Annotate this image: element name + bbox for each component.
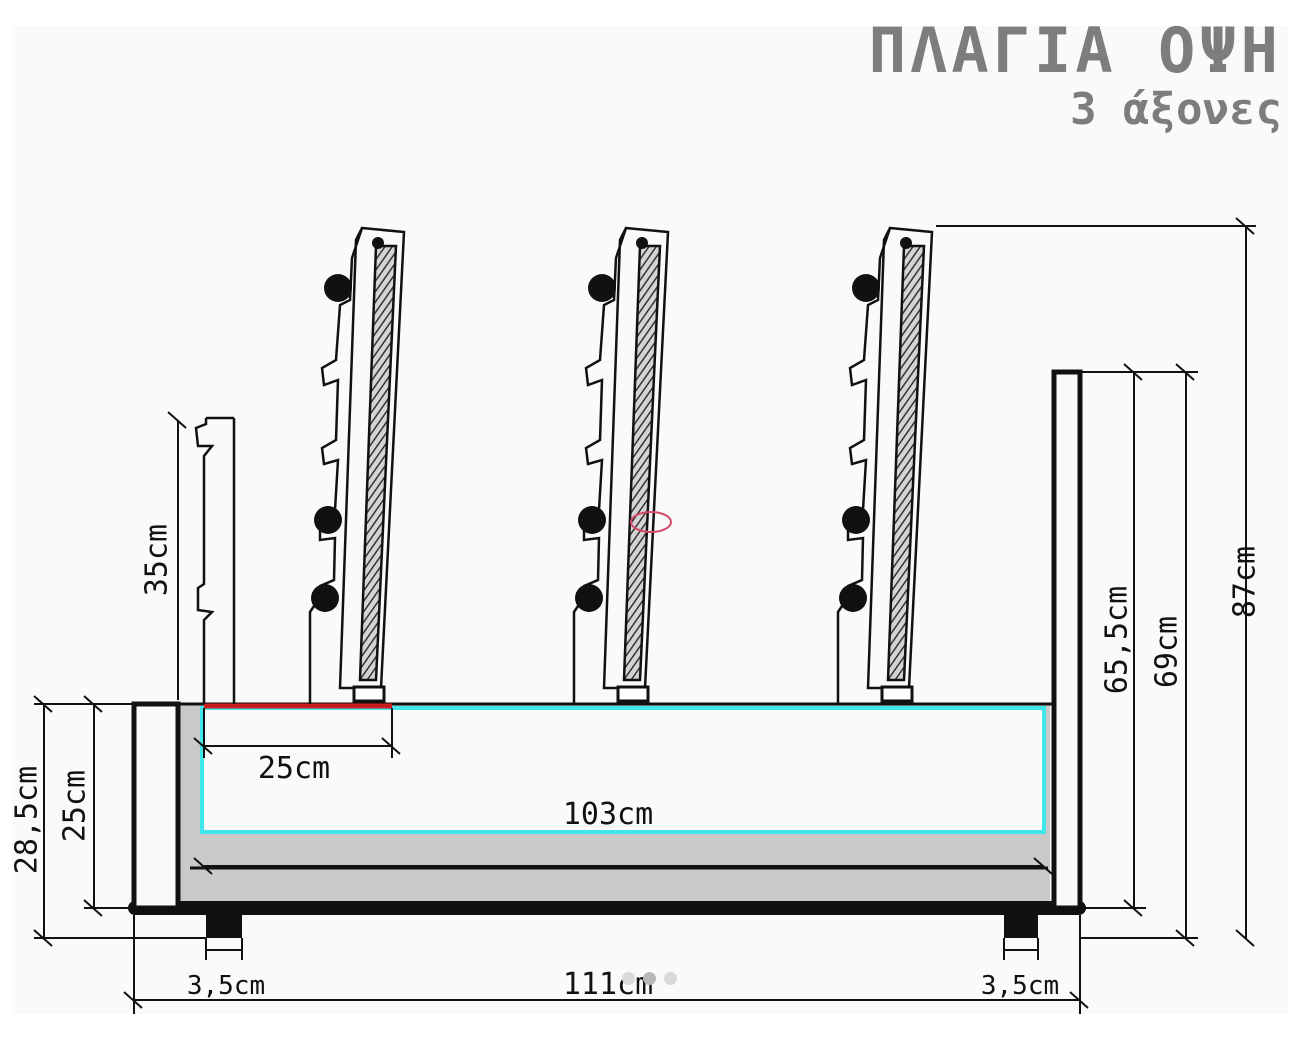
carousel-dot[interactable] (622, 972, 635, 985)
dim-111: 111cm (563, 967, 653, 1002)
dim-65-5: 65,5cm (1100, 586, 1135, 694)
title-main: ΠΛΑΓΙΑ ΟΨΗ (868, 14, 1282, 87)
right-upright (1051, 369, 1083, 911)
dim-25-vertical: 25cm (58, 770, 93, 842)
base-tank-inner (200, 706, 1046, 834)
base-bottom-bar (128, 901, 1086, 915)
dim-28-5: 28,5cm (10, 766, 45, 874)
left-end-panel (131, 701, 181, 911)
dim-69: 69cm (1150, 616, 1185, 688)
foot-left (206, 908, 242, 938)
rail-dim-tick-top (167, 411, 187, 429)
watermark-mark (630, 511, 672, 533)
foot-right (1004, 908, 1038, 938)
title-sub: 3 άξονες (1070, 84, 1282, 135)
arm-3 (836, 226, 934, 706)
dim-103: 103cm (563, 797, 653, 832)
carousel-dot[interactable] (664, 972, 677, 985)
arm-1 (308, 226, 406, 706)
dim-87: 87cm (1228, 546, 1263, 618)
rail-profile (194, 416, 236, 704)
arm-2 (572, 226, 670, 706)
carousel-dot-active[interactable] (643, 972, 656, 985)
dim-foot-right: 3,5cm (981, 971, 1059, 1001)
dim-35: 35cm (140, 524, 175, 596)
drawing-title: ΠΛΑΓΙΑ ΟΨΗ 3 άξονες (869, 20, 1282, 132)
dimension-lines (33, 217, 1256, 1014)
dim-foot-left: 3,5cm (187, 971, 265, 1001)
dim-25-reach: 25cm (258, 751, 330, 786)
carousel-dots (622, 972, 677, 985)
